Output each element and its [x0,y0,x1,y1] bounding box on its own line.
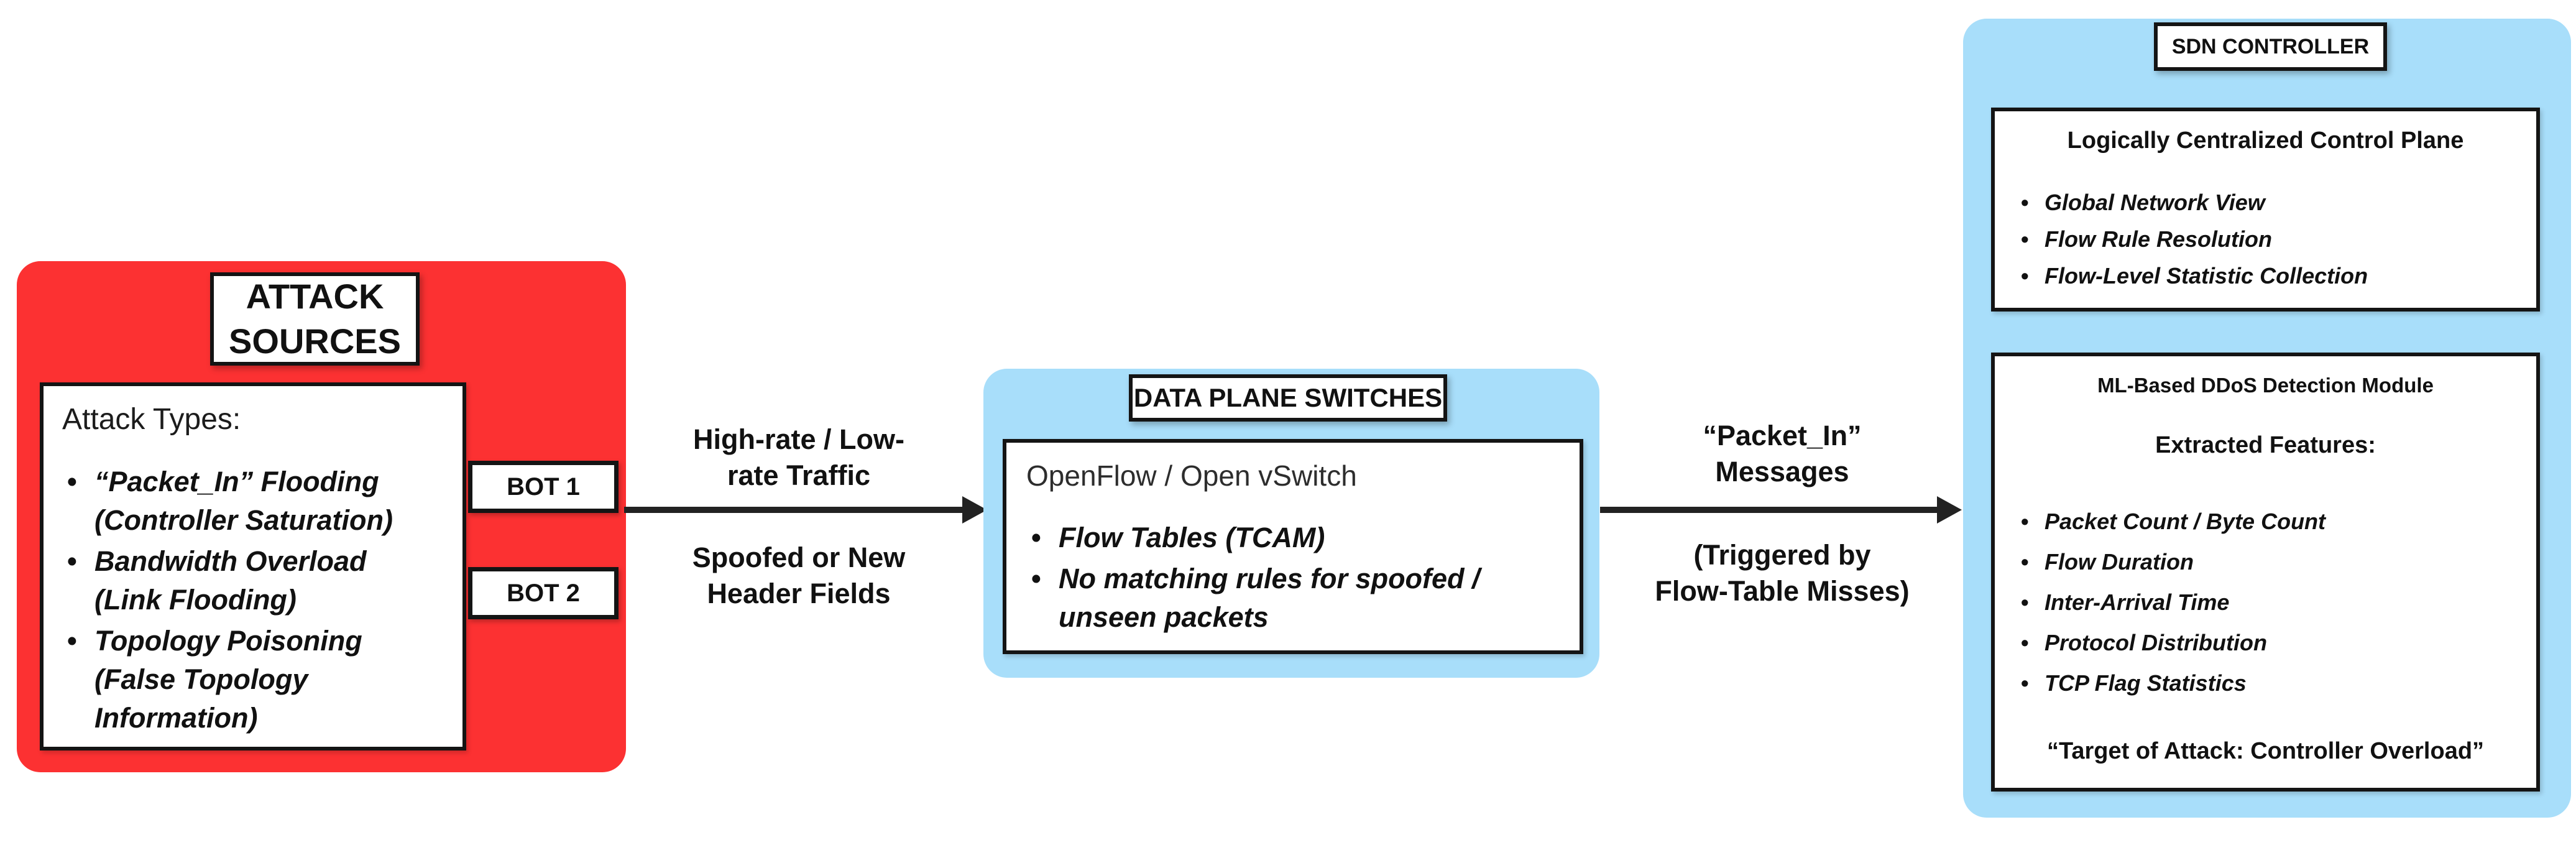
bot-2-box: BOT 2 [468,567,619,619]
control-plane-list: • Global Network View • Flow Rule Resolu… [2016,185,2515,293]
extracted-features-heading: Extracted Features: [2155,432,2376,458]
arrow1-top-label: High-rate / Low- rate Traffic [693,423,904,491]
bullet-icon: • [2021,549,2029,575]
list-item-text: Packet Count / Byte Count [2045,509,2326,534]
list-item: • Protocol Distribution [2016,624,2515,662]
attack-sources-title-line2: SOURCES [229,321,401,361]
bullet-icon: • [67,625,77,657]
bot-2-label: BOT 2 [507,579,580,607]
list-item: • Flow Tables (TCAM) [1026,519,1560,557]
list-item-text: Flow Tables (TCAM) [1059,522,1325,553]
bullet-icon: • [1031,522,1041,553]
openflow-list: • Flow Tables (TCAM) • No matching rules… [1026,519,1560,637]
ml-module-heading: ML-Based DDoS Detection Module [2097,374,2434,397]
list-item: • Flow-Level Statistic Collection [2016,259,2515,293]
list-item: • Bandwidth Overload (Link Flooding) [62,542,444,619]
ml-detection-panel: ML-Based DDoS Detection Module Extracted… [1991,353,2540,792]
bullet-icon: • [2021,589,2029,615]
bullet-icon: • [1031,563,1041,594]
attack-target-note: “Target of Attack: Controller Overload” [2046,738,2485,764]
control-plane-panel: Logically Centralized Control Plane • Gl… [1991,108,2540,312]
bot-1-label: BOT 1 [507,473,580,501]
bullet-icon: • [2021,263,2029,289]
bullet-icon: • [2021,190,2029,215]
attack-types-panel: Attack Types: • “Packet_In” Flooding (Co… [40,382,466,750]
sdn-controller-group: SDN CONTROLLER Logically Centralized Con… [1963,19,2571,818]
bullet-icon: • [2021,630,2029,655]
attack-sources-title-line1: ATTACK [246,277,384,316]
list-item-text: No matching rules for spoofed / unseen p… [1059,563,1480,633]
attack-sources-title: ATTACK SOURCES [210,272,420,366]
list-item-text: TCP Flag Statistics [2045,670,2247,696]
list-item: • Global Network View [2016,185,2515,219]
list-item: • Topology Poisoning (False Topology Inf… [62,622,444,737]
list-item-text: Flow Duration [2045,549,2194,575]
extracted-features-list: • Packet Count / Byte Count • Flow Durat… [2016,502,2515,702]
bullet-icon: • [67,466,77,497]
control-plane-heading: Logically Centralized Control Plane [2067,127,2464,154]
list-item-text: Bandwidth Overload (Link Flooding) [94,545,367,616]
attack-sources-group: ATTACK SOURCES Attack Types: • “Packet_I… [17,261,626,772]
list-item: • TCP Flag Statistics [2016,664,2515,702]
bot-1-box: BOT 1 [468,461,619,513]
arrow1-bottom-label: Spoofed or New Header Fields [692,542,906,609]
openflow-panel: OpenFlow / Open vSwitch • Flow Tables (T… [1003,439,1583,654]
bullet-icon: • [2021,226,2029,252]
sdn-controller-title: SDN CONTROLLER [2154,22,2387,71]
arrow2-top-label: “Packet_In” Messages [1703,420,1862,487]
arrow-attack-to-dataplane [624,507,965,513]
list-item: • Packet Count / Byte Count [2016,502,2515,540]
arrowhead-attack-to-dataplane [962,496,987,524]
data-plane-title: DATA PLANE SWITCHES [1129,374,1447,422]
bullet-icon: • [2021,509,2029,534]
list-item-text: Topology Poisoning (False Topology Infor… [94,625,362,734]
arrow2-bottom-label: (Triggered by Flow-Table Misses) [1655,539,1910,607]
attack-types-list: • “Packet_In” Flooding (Controller Satur… [62,463,444,737]
list-item-text: Flow-Level Statistic Collection [2045,263,2368,289]
bullet-icon: • [2021,670,2029,696]
list-item-text: Flow Rule Resolution [2045,226,2272,252]
data-plane-group: DATA PLANE SWITCHES OpenFlow / Open vSwi… [983,369,1599,678]
list-item-text: Protocol Distribution [2045,630,2267,655]
list-item: • Inter-Arrival Time [2016,583,2515,621]
bullet-icon: • [67,545,77,577]
list-item: • Flow Duration [2016,543,2515,581]
list-item-text: Inter-Arrival Time [2045,589,2230,615]
openflow-heading: OpenFlow / Open vSwitch [1026,459,1357,492]
attack-types-heading: Attack Types: [62,403,241,436]
list-item: • “Packet_In” Flooding (Controller Satur… [62,463,444,540]
list-item-text: Global Network View [2045,190,2265,215]
list-item-text: “Packet_In” Flooding (Controller Saturat… [94,466,393,536]
arrow-dataplane-to-controller [1600,507,1939,513]
list-item: • No matching rules for spoofed / unseen… [1026,560,1560,637]
list-item: • Flow Rule Resolution [2016,222,2515,256]
arrowhead-dataplane-to-controller [1937,496,1962,524]
